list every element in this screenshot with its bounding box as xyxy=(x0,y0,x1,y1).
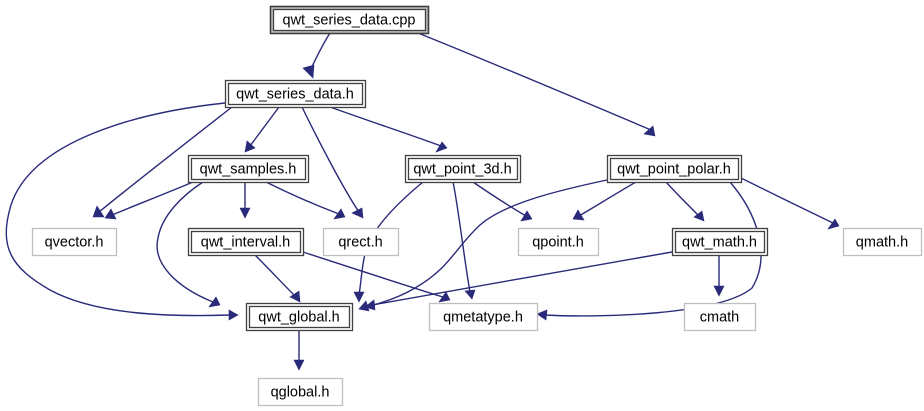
arrow-head-icon xyxy=(92,205,105,218)
node-qwt_series_data_h[interactable]: qwt_series_data.h xyxy=(224,79,367,109)
node-box-inner-border xyxy=(248,305,351,329)
node-box-inner-border xyxy=(190,230,302,254)
arrow-head-icon xyxy=(289,290,301,303)
edge-qwt_point_3d_h-to-qpoint_h xyxy=(472,181,533,222)
node-box[interactable] xyxy=(517,227,600,257)
node-label: qwt_point_3d.h xyxy=(413,161,511,177)
arrow-head-icon xyxy=(643,125,656,137)
edge-qwt_interval_h-to-qwt_global_h xyxy=(254,254,301,303)
node-label: qmath.h xyxy=(856,234,908,250)
edge-qwt_point_polar_h-to-qmetatype_h xyxy=(536,181,762,321)
edge-qwt_samples_h-to-qwt_global_h xyxy=(156,181,221,308)
node-box[interactable] xyxy=(428,302,539,332)
node-label: qwt_interval.h xyxy=(201,234,290,250)
arrow-head-icon xyxy=(353,291,365,303)
arrow-head-icon xyxy=(536,309,548,321)
node-qrect_h[interactable]: qrect.h xyxy=(322,227,400,257)
node-box[interactable] xyxy=(683,302,757,332)
arrow-head-icon xyxy=(333,208,346,220)
edge-qwt_samples_h-to-qrect_h xyxy=(265,181,346,220)
node-qwt_math_h[interactable]: qwt_math.h xyxy=(671,227,769,257)
node-qwt_series_data_cpp[interactable]: qwt_series_data.cpp xyxy=(269,5,430,35)
node-qmetatype_h[interactable]: qmetatype.h xyxy=(428,302,539,332)
edge-qwt_series_data_h-to-qvector_h xyxy=(92,106,233,218)
node-qwt_point_3d_h[interactable]: qwt_point_3d.h xyxy=(404,154,522,184)
node-qglobal_h[interactable]: qglobal.h xyxy=(257,377,344,407)
edge-qwt_point_polar_h-to-qwt_math_h xyxy=(665,181,705,222)
arrow-head-icon xyxy=(520,210,533,222)
node-box[interactable] xyxy=(322,227,400,257)
node-qwt_global_h[interactable]: qwt_global.h xyxy=(245,302,354,332)
node-qpoint_h[interactable]: qpoint.h xyxy=(517,227,600,257)
arrow-head-icon xyxy=(302,64,315,79)
arrow-head-icon xyxy=(827,218,840,230)
arrow-head-icon xyxy=(364,299,376,311)
arrow-head-icon xyxy=(228,309,239,321)
node-box-inner-border xyxy=(609,157,740,181)
node-label: qwt_samples.h xyxy=(200,161,297,177)
arrow-head-icon xyxy=(351,207,364,219)
edge-qwt_series_data_cpp-to-qwt_point_polar_h xyxy=(417,32,656,137)
node-label: qrect.h xyxy=(338,234,382,250)
node-label: cmath xyxy=(700,309,740,325)
node-box[interactable] xyxy=(31,227,118,257)
node-qwt_interval_h[interactable]: qwt_interval.h xyxy=(187,227,305,257)
node-qvector_h[interactable]: qvector.h xyxy=(31,227,118,257)
edge-qwt_series_data_h-to-qrect_h xyxy=(301,106,364,219)
edge-qwt_series_data_cpp-to-qwt_series_data_h xyxy=(302,32,331,79)
arrow-head-icon xyxy=(464,289,476,300)
edge-qwt_samples_h-to-qvector_h xyxy=(104,181,194,220)
node-box-inner-border xyxy=(190,157,307,181)
node-box-inner-border xyxy=(407,157,519,181)
arrow-head-icon xyxy=(244,140,256,153)
node-label: qwt_series_data.h xyxy=(236,86,354,102)
node-qmath_h[interactable]: qmath.h xyxy=(842,227,923,257)
node-label: qwt_global.h xyxy=(258,309,339,325)
node-label: qmetatype.h xyxy=(443,309,523,325)
node-box-inner-border xyxy=(227,82,364,106)
edge-qwt_point_polar_h-to-qmath_h xyxy=(740,177,840,230)
node-box-inner-border xyxy=(272,8,427,32)
arrow-head-icon xyxy=(293,359,305,371)
edge-qwt_interval_h-to-qmetatype_h xyxy=(302,251,451,303)
node-box-inner-border xyxy=(674,230,766,254)
edge-qwt_math_h-to-cmath xyxy=(713,255,725,297)
node-label: qwt_series_data.cpp xyxy=(283,12,416,28)
node-label: qwt_math.h xyxy=(682,234,757,250)
edge-qwt_math_h-to-qwt_global_h xyxy=(364,251,673,311)
node-label: qvector.h xyxy=(45,234,104,250)
edge-qwt_samples_h-to-qwt_interval_h xyxy=(239,182,251,219)
node-label: qpoint.h xyxy=(532,234,584,250)
arrow-head-icon xyxy=(713,285,725,297)
arrow-head-icon xyxy=(693,210,705,222)
edge-qwt_point_3d_h-to-qmetatype_h xyxy=(452,181,476,300)
arrow-head-icon xyxy=(239,207,251,219)
node-qwt_point_polar_h[interactable]: qwt_point_polar.h xyxy=(606,154,743,184)
edge-qwt_global_h-to-qglobal_h xyxy=(293,330,305,371)
edge-qwt_point_polar_h-to-qpoint_h xyxy=(572,181,637,221)
edge-qwt_series_data_h-to-qwt_point_3d_h xyxy=(329,106,448,153)
arrow-head-icon xyxy=(104,208,117,220)
arrow-head-icon xyxy=(208,296,221,308)
node-label: qglobal.h xyxy=(271,384,330,400)
node-box[interactable] xyxy=(842,227,923,257)
arrow-head-icon xyxy=(435,141,448,153)
node-label: qwt_point_polar.h xyxy=(617,161,731,177)
node-cmath[interactable]: cmath xyxy=(683,302,757,332)
node-layer: qwt_series_data.cpp qwt_series_data.h qwt_… xyxy=(31,5,923,407)
arrow-head-icon xyxy=(572,209,585,221)
edge-qwt_series_data_h-to-qwt_samples_h xyxy=(244,106,280,153)
node-box[interactable] xyxy=(257,377,344,407)
node-qwt_samples_h[interactable]: qwt_samples.h xyxy=(187,154,310,184)
edge-qwt_series_data_h-to-qwt_global_h xyxy=(5,102,239,321)
arrow-head-icon xyxy=(438,291,451,303)
